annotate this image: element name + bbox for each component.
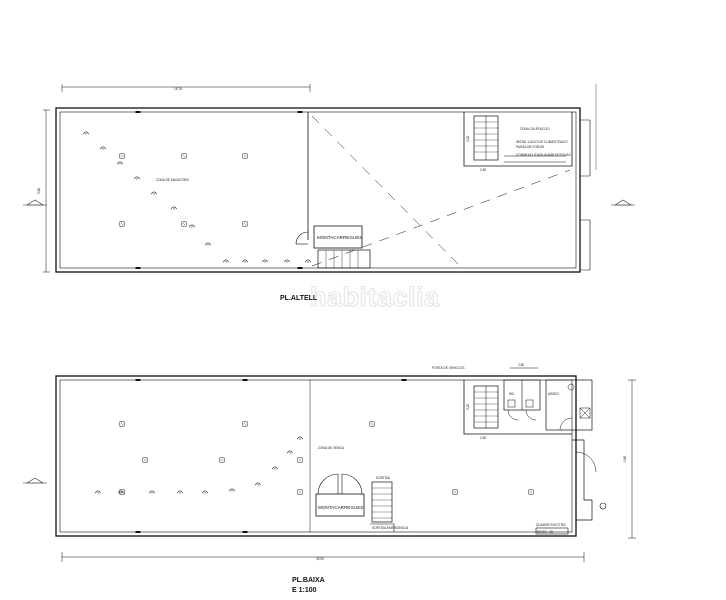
upper-floor-plan — [43, 84, 597, 273]
ground-area-label: ZONA DE VENDA — [318, 446, 345, 450]
upper-note-3: PASSA DE FORJAT — [516, 145, 545, 149]
upper-area-label: ZONA DE MAGATZEM — [156, 178, 189, 182]
ground-floor-plan — [55, 367, 636, 562]
ground-dim-top-small: 2,50 — [518, 363, 524, 367]
ground-floor-fixtures — [95, 379, 534, 533]
ground-emergency-label: SORTIDA EMERGENCIA — [372, 526, 409, 530]
ground-door-label: PORTA DE VEHICLES — [432, 366, 464, 370]
ground-stair-label: SORTIDA — [376, 476, 391, 480]
upper-floor-fixtures — [83, 111, 311, 269]
watermark: habitaclia — [310, 282, 440, 312]
ground-dim-bottom: 30,00 — [316, 557, 324, 561]
upper-note-4: CONNEXIO D'AIGUA AMB DESGUAS — [516, 153, 571, 157]
upper-dim-left: 5,80 — [37, 188, 41, 194]
ground-wc-label: WC — [509, 392, 515, 396]
ground-dim-stair-h: 3,20 — [466, 404, 470, 410]
ground-counter-label: QUADRE ELECTRIC — [536, 523, 567, 527]
ground-floor-scale: E 1:100 — [292, 587, 317, 594]
ground-wc2-label: ASSEO — [548, 392, 560, 396]
ground-lift-label: MONTACARREGUES — [318, 505, 363, 510]
upper-lift-label: MONTACARREGUES — [317, 235, 362, 240]
upper-dim-stair-h: 3,20 — [466, 136, 470, 142]
ground-dim-stair-w: 2,50 — [480, 436, 486, 440]
upper-note-2: INSTAL·LACIO DE CLIMATITZACIO — [516, 140, 568, 144]
ground-dim-right: 5,80 — [623, 456, 627, 462]
upper-dim-top: 15,76 — [174, 87, 182, 91]
ground-floor-title: PL.BAIXA — [292, 577, 325, 584]
ground-code-label: BOOO - 18 — [537, 530, 553, 534]
upper-floor-title: PL.ALTELL — [280, 295, 318, 302]
upper-dim-stair-w: 2,50 — [480, 168, 486, 172]
upper-note-1: ZONA CALEFACCIO — [520, 127, 550, 131]
